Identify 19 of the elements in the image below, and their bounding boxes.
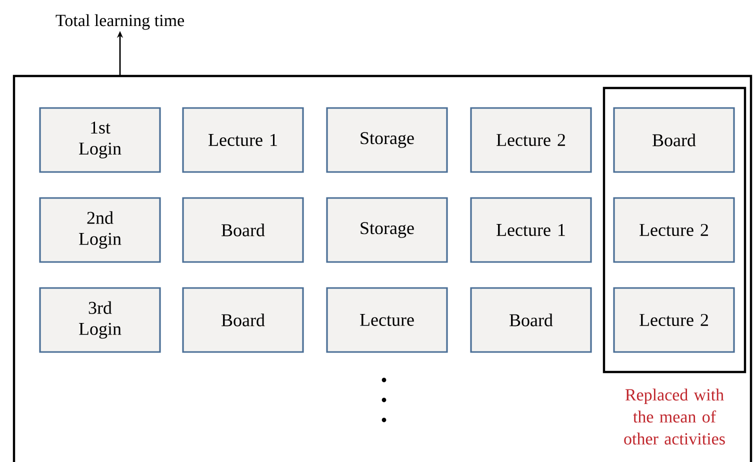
activity-box: 1st Login xyxy=(39,107,161,173)
activity-box: Lecture 2 xyxy=(470,107,592,173)
activity-box: Lecture 1 xyxy=(470,197,592,263)
activity-box: Lecture 2 xyxy=(613,287,735,353)
activity-box: Board xyxy=(182,287,304,353)
activity-box: Board xyxy=(470,287,592,353)
note-text: Replaced with the mean of other activities xyxy=(624,388,725,445)
activity-box: Board xyxy=(182,197,304,263)
frame xyxy=(602,86,746,374)
heading-text: Total learning time xyxy=(56,14,184,30)
activity-box: Lecture 1 xyxy=(182,107,304,173)
activity-box: Lecture 2 xyxy=(613,197,735,263)
activity-box: 3rd Login xyxy=(39,287,161,353)
activity-box: Storage xyxy=(326,107,448,173)
activity-box: Lecture xyxy=(326,287,448,353)
frame xyxy=(12,74,752,462)
activity-box: Storage xyxy=(326,197,448,263)
activity-box: 2nd Login xyxy=(39,197,161,263)
activity-box: Board xyxy=(613,107,735,173)
